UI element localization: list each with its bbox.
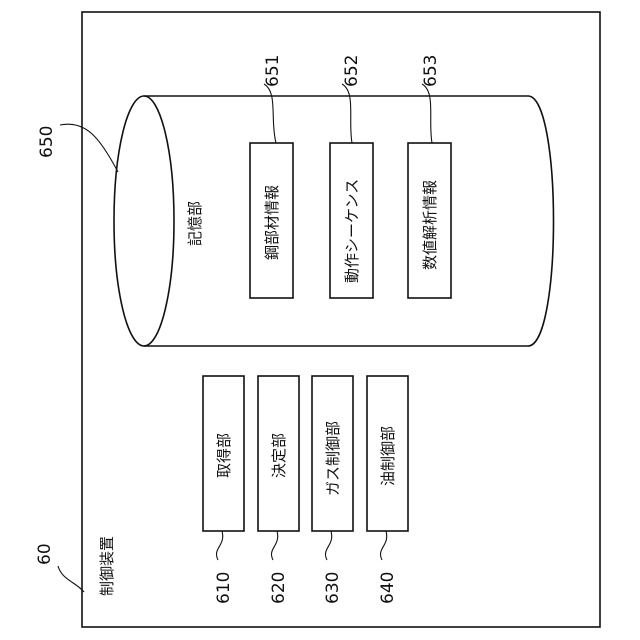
unit-acquisition: 取得部 610 — [203, 376, 244, 604]
storage-item-leader — [422, 84, 432, 143]
storage-cylinder — [114, 96, 554, 346]
storage-item-ref: 653 — [421, 55, 441, 87]
storage-ref: 650 — [37, 126, 57, 158]
unit-gas-control: ガス制御部 630 — [312, 376, 353, 604]
unit-leader — [325, 531, 331, 560]
unit-leader — [216, 531, 222, 560]
unit-leader — [271, 531, 277, 560]
storage-item-ref: 652 — [342, 55, 362, 87]
apparatus-ref: 60 — [35, 543, 55, 565]
storage-ref-leader — [60, 124, 118, 172]
apparatus-frame — [82, 12, 600, 627]
unit-label: 油制御部 — [379, 426, 397, 486]
storage-item-label: 鋼部材情報 — [263, 185, 281, 260]
unit-label: 決定部 — [270, 433, 288, 478]
unit-ref: 640 — [378, 572, 398, 604]
apparatus-label: 制御装置 — [98, 536, 116, 596]
apparatus-ref-leader — [58, 566, 84, 592]
storage-item-label: 数値解析情報 — [421, 180, 439, 270]
storage-item-ref: 651 — [263, 55, 283, 87]
storage-item-sequence: 動作シーケンス 652 — [330, 55, 373, 298]
storage-item-steel: 鋼部材情報 651 — [250, 55, 293, 298]
unit-oil-control: 油制御部 640 — [367, 376, 408, 604]
storage-label: 記憶部 — [186, 201, 204, 246]
unit-leader — [380, 531, 386, 560]
unit-ref: 630 — [323, 572, 343, 604]
unit-ref: 620 — [269, 572, 289, 604]
storage-item-label: 動作シーケンス — [343, 179, 361, 283]
unit-label: 取得部 — [215, 433, 233, 478]
storage-item-leader — [342, 84, 352, 143]
unit-ref: 610 — [214, 572, 234, 604]
storage-item-leader — [264, 84, 276, 143]
unit-decision: 決定部 620 — [258, 376, 299, 604]
unit-label: ガス制御部 — [324, 421, 342, 496]
storage-item-analysis: 数値解析情報 653 — [408, 55, 451, 298]
